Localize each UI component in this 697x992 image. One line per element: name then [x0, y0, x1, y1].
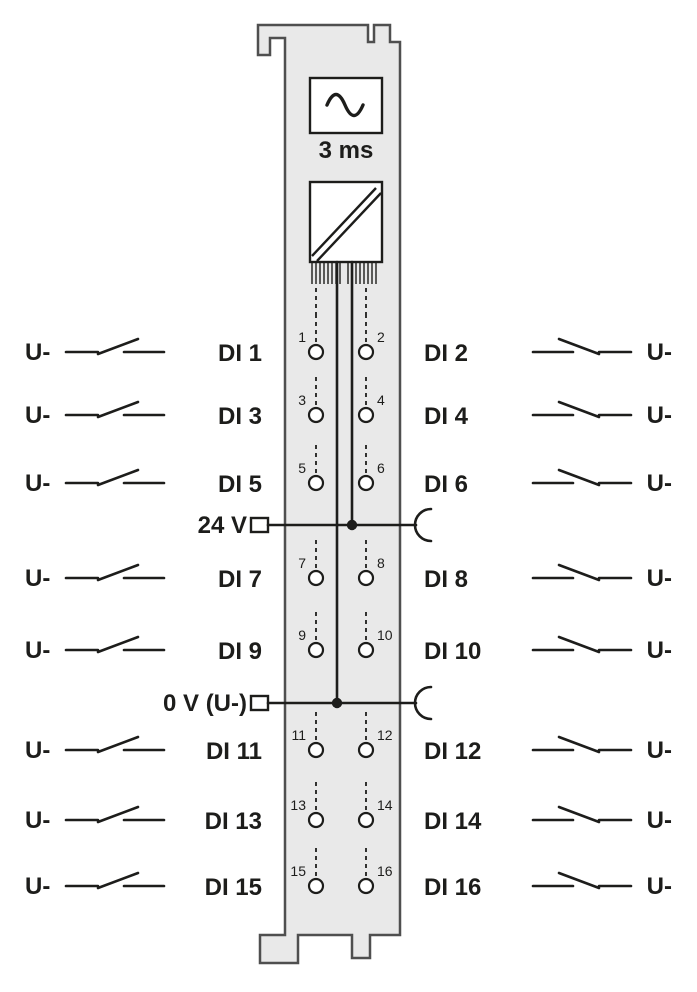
pin-number-left: 13: [290, 797, 306, 813]
field-voltage-label-left: U-: [25, 470, 50, 497]
field-voltage-label-right: U-: [647, 807, 672, 834]
channel-row: U- DI 13 13 14 DI 14 U-: [25, 780, 672, 835]
sine-wave-icon: [325, 92, 365, 118]
switch-contact-icon-right: [531, 468, 633, 487]
pin-number-right: 2: [377, 329, 385, 345]
pin-number-right: 6: [377, 460, 385, 476]
field-voltage-label-left: U-: [25, 339, 50, 366]
channel-row: U- DI 1 1 2 DI 2 U-: [25, 312, 672, 367]
switch-contact-icon-right: [531, 735, 633, 754]
switch-contact-icon-right: [531, 337, 633, 356]
channel-label-right: DI 16: [424, 874, 481, 901]
junction-dot: [331, 697, 343, 709]
channel-label-right: DI 14: [424, 808, 482, 835]
pin-number-left: 1: [298, 329, 306, 345]
channel-label-left: DI 1: [218, 340, 262, 367]
switch-contact-icon-left: [64, 337, 166, 356]
field-voltage-label-right: U-: [647, 873, 672, 900]
pin-number-left: 5: [298, 460, 306, 476]
field-voltage-label-right: U-: [647, 565, 672, 592]
channel-label-left: DI 13: [205, 808, 262, 835]
isolation-diagonal-line: [311, 187, 377, 257]
channel-label-left: DI 5: [218, 471, 262, 498]
field-voltage-label-right: U-: [647, 470, 672, 497]
switch-contact-icon-right: [531, 400, 633, 419]
channel-row: U- DI 9 9 10 DI 10 U-: [25, 610, 672, 665]
switch-contact-icon-left: [64, 400, 166, 419]
pin-number-left: 11: [291, 727, 306, 743]
channel-label-left: DI 15: [205, 874, 262, 901]
switch-contact-icon-left: [64, 805, 166, 824]
channel-label-left: DI 9: [218, 638, 262, 665]
switch-contact-icon-left: [64, 735, 166, 754]
filter-box: [308, 76, 384, 135]
internal-supply-rails: [335, 260, 354, 705]
isolation-diagonal-line: [316, 192, 382, 262]
field-voltage-label-left: U-: [25, 402, 50, 429]
switch-contact-icon-left: [64, 635, 166, 654]
socket-arc-icon: [413, 685, 433, 721]
junction-dot: [346, 519, 358, 531]
pin-number-left: 3: [298, 392, 306, 408]
channel-row: U- DI 11 11 12 DI 12 U-: [25, 710, 672, 765]
channel-row: U- DI 15 15 16 DI 16 U-: [25, 846, 672, 901]
ribbon-cable-icon: [311, 263, 377, 284]
negative-rail-label: 0 V (U-): [163, 690, 247, 717]
switch-contact-icon-right: [531, 805, 633, 824]
pin-number-right: 14: [377, 797, 393, 813]
channel-label-right: DI 12: [424, 738, 481, 765]
field-voltage-label-right: U-: [647, 339, 672, 366]
field-voltage-label-left: U-: [25, 873, 50, 900]
channel-row: U- DI 7 7 8 DI 8 U-: [25, 538, 672, 593]
isolation-converter-symbol: [308, 180, 384, 264]
channel-row: U- DI 5 5 6 DI 6 U-: [25, 443, 672, 498]
switch-contact-icon-left: [64, 871, 166, 890]
field-voltage-label-right: U-: [647, 637, 672, 664]
pin-number-left: 9: [298, 627, 306, 643]
terminal-module-body: [256, 23, 402, 965]
terminal-connector-icon: [249, 694, 270, 712]
field-voltage-label-right: U-: [647, 737, 672, 764]
pin-number-right: 8: [377, 555, 385, 571]
field-voltage-label-left: U-: [25, 737, 50, 764]
pin-number-left: 15: [290, 863, 306, 879]
switch-contact-icon-left: [64, 468, 166, 487]
pin-number-right: 10: [377, 627, 393, 643]
positive-rail: 24 V: [198, 507, 433, 543]
terminal-connector-icon: [249, 516, 270, 534]
channel-label-right: DI 10: [424, 638, 481, 665]
channel-label-left: DI 3: [218, 403, 262, 430]
filter-time-label: 3 ms: [319, 137, 374, 164]
positive-rail-label: 24 V: [198, 512, 247, 539]
channel-label-left: DI 11: [206, 738, 262, 765]
channel-label-left: DI 7: [218, 566, 262, 593]
switch-contact-icon-right: [531, 563, 633, 582]
channel-label-right: DI 4: [424, 403, 469, 430]
channel-label-right: DI 8: [424, 566, 468, 593]
field-voltage-label-left: U-: [25, 807, 50, 834]
field-voltage-label-right: U-: [647, 402, 672, 429]
negative-rail: 0 V (U-): [163, 685, 433, 721]
pin-number-right: 4: [377, 392, 385, 408]
switch-contact-icon-right: [531, 871, 633, 890]
converter-box: [308, 180, 384, 264]
channel-label-right: DI 2: [424, 340, 468, 367]
field-voltage-label-left: U-: [25, 565, 50, 592]
pin-number-right: 16: [377, 863, 393, 879]
pin-number-left: 7: [298, 555, 306, 571]
input-filter-symbol: [308, 76, 384, 135]
field-voltage-label-left: U-: [25, 637, 50, 664]
channel-row: U- DI 3 3 4 DI 4 U-: [25, 375, 672, 430]
switch-contact-icon-left: [64, 563, 166, 582]
switch-contact-icon-right: [531, 635, 633, 654]
socket-arc-icon: [413, 507, 433, 543]
channel-label-right: DI 6: [424, 471, 468, 498]
pin-number-right: 12: [377, 727, 393, 743]
